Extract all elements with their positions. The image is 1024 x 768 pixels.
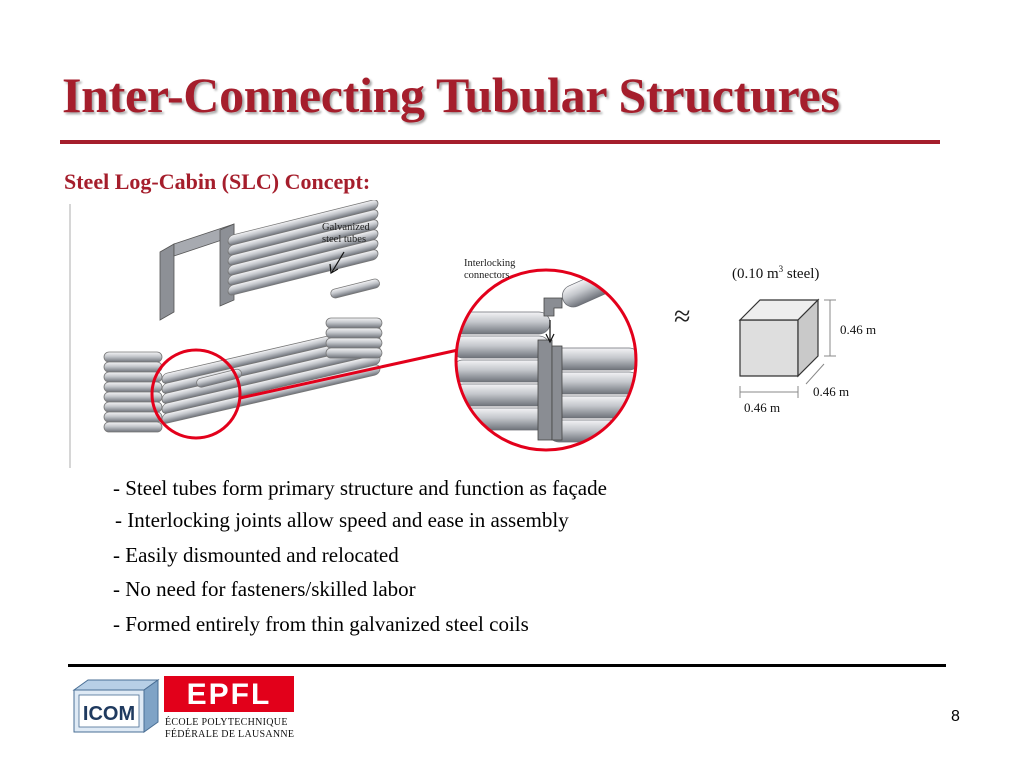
right-wall (325, 317, 383, 359)
galvanized-pointer (329, 251, 345, 274)
footer-divider (68, 664, 946, 667)
approx-symbol: ≈ (674, 300, 691, 333)
page-number: 8 (951, 708, 960, 725)
bullet-item: - Steel tubes form primary structure and… (113, 476, 607, 500)
slide-title: Inter-Connecting Tubular Structures (62, 67, 840, 123)
zoom-detail-circle (454, 268, 638, 452)
steel-volume-label: (0.10 m3 steel) (732, 264, 820, 282)
galvanized-tubes-label: Galvanized steel tubes (322, 222, 370, 245)
detail-callout-circle (150, 348, 242, 440)
cube-height-label: 0.46 m (840, 322, 877, 337)
slc-concept-figure: Galvanized steel tubes Interlocking conn… (68, 200, 928, 472)
slide-subtitle: Steel Log-Cabin (SLC) Concept: (64, 169, 371, 194)
epfl-name-line2: FÉDÉRALE DE LAUSANNE (165, 729, 295, 740)
interlocking-connectors-label: Interlocking connectors (464, 258, 516, 281)
svg-text:ICOM: ICOM (83, 703, 135, 725)
epfl-logo: EPFL ÉCOLE POLYTECHNIQUE FÉDÉRALE DE LAU… (164, 676, 298, 740)
icom-logo: ICOM (68, 676, 160, 738)
door-frame (159, 223, 235, 321)
bullet-item: - Interlocking joints allow speed and ea… (115, 508, 569, 532)
detail-callout-line (239, 348, 459, 400)
steel-cube (738, 298, 836, 398)
epfl-name-line1: ÉCOLE POLYTECHNIQUE (165, 717, 288, 728)
cube-width-label: 0.46 m (744, 400, 781, 415)
back-wall (227, 200, 379, 296)
left-wall (103, 351, 163, 433)
slc-illustration (69, 200, 836, 468)
title-underline (60, 140, 940, 144)
bullet-item: - Formed entirely from thin galvanized s… (113, 612, 529, 636)
bullet-item: - No need for fasteners/skilled labor (113, 577, 416, 601)
bullet-item: - Easily dismounted and relocated (113, 543, 399, 567)
cube-depth-label: 0.46 m (813, 384, 850, 399)
epfl-wordmark: EPFL (164, 676, 294, 712)
loose-tubes (196, 278, 380, 388)
